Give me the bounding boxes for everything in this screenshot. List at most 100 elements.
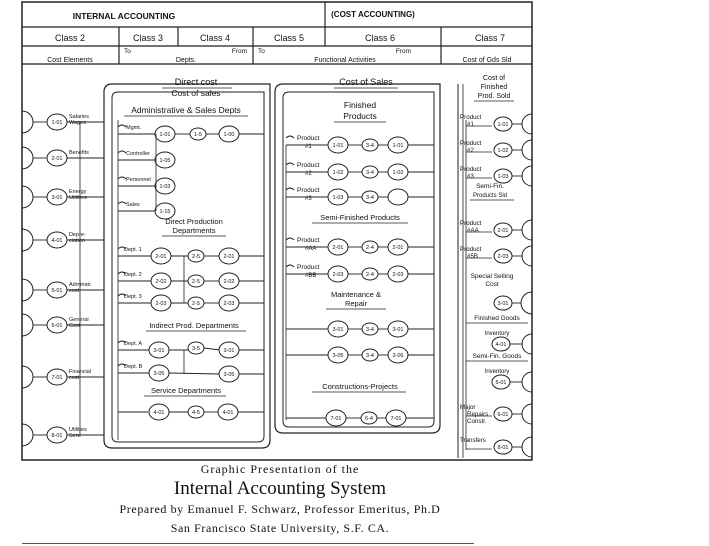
ip-arc-1 [117,363,127,367]
dp-node-a-1-code: 2-02 [155,279,166,285]
c7-label-9-2: Constr. [467,418,487,425]
class2-label-3-0: Depre- [69,232,86,238]
ip-link-bc-0 [203,347,221,351]
admin-node-a-3 [154,202,176,220]
c7-label-3-0: Semi-Fin. [476,183,504,190]
c7-label-4-0: Product [460,220,482,227]
admin-node-a-3-code: 1-15 [159,209,170,215]
class2-label-2-0: Energy [69,189,87,195]
cp-node-a-code: 7-01 [330,416,341,422]
fp-arc-0 [285,135,295,139]
class6-inner-container [282,91,435,428]
fp-label-a-2: Product [297,187,320,194]
c7-label-6-0: Special Selling [471,273,514,280]
c7-half-node-8 [521,371,533,393]
admin-arc-1 [117,150,127,154]
ip-label-0: Dept. A [124,341,142,347]
c7-label-8-1: Inventory [485,369,510,375]
c7-node-10-code: 8-01 [497,445,508,451]
class2-label-4-0: Adminstr. [69,282,92,288]
fp-node-a-1-code: 1-02 [332,170,343,176]
dp-arc-0 [117,246,127,250]
ip-node-a-1-code: 3-05 [153,371,164,377]
fp-label-a-0: Product [297,135,320,142]
class6-container [274,83,441,434]
class2-label-5-1: Cost [69,323,81,329]
finished-title-1: Finished [344,100,376,110]
caption-author: Prepared by Emanuel F. Schwarz, Professo… [119,502,441,516]
class7-title-3: Prod. Sold [478,93,511,100]
ip-label-1: Dept. B [124,364,143,370]
diagram-frame [21,1,533,461]
class-5-label: Class 5 [274,33,304,43]
class2-node-7-code: 8-01 [51,433,62,439]
mr-node-b-0-code: 3-4 [366,327,374,333]
fp-node-a-2-code: 1-03 [332,195,343,201]
admin-node-b-0-code: 1-5 [194,132,202,138]
sub-functional: Functional Activities [314,57,376,64]
c7-label-6-1: Cost [485,281,499,288]
dp-arc-2 [117,293,127,297]
dp-node-c-0-code: 2-01 [223,254,234,260]
mr-node-b-1-code: 3-4 [366,353,374,359]
class2-label-0-1: Wages [69,120,86,126]
admin-label-1: Controller [126,151,150,157]
sub-cost-gds: Cost of Gds Sld [462,57,511,64]
admin-node-a-1 [154,151,176,169]
class2-label-7-0: Utilities [69,427,87,433]
admin-depts-title: Administrative & Sales Depts [131,105,241,115]
sub-depts: Depts. [176,57,196,64]
c7-half-node-1 [521,139,533,161]
class34-inner-container [111,91,265,443]
sub-cost-elements: Cost Elements [47,57,93,64]
class2-label-1-0: Benefits [69,150,89,156]
c7-label-8-0: Semi-Fin. Goods [473,353,523,360]
class-3-label: Class 3 [133,33,163,43]
caption-line-1: Graphic Presentation of the [200,462,360,476]
caption-title: Internal Accounting System [173,478,387,499]
c7-node-8-code: 5-01 [495,380,506,386]
dp-label-2: Dept. 3 [124,294,142,300]
sub-to-functional: To [258,48,265,55]
sp-node-a-1-code: 2-03 [332,272,343,278]
c7-node-2-code: 1-03 [497,174,508,180]
class2-node-0-code: 1-01 [51,120,62,126]
sp-label-b-0: #AA [305,246,316,252]
class2-node-1-code: 2-01 [51,156,62,162]
mr-node-c-0-code: 3-01 [392,327,403,333]
service-node-c-code: 4-01 [222,410,233,416]
c7-half-node-2 [521,165,533,187]
admin-node-a-1-code: 1-05 [159,158,170,164]
ip-arc-0 [117,340,127,344]
dp-node-c-1-code: 2-02 [223,279,234,285]
finished-title-2: Products [343,111,377,121]
fp-node-b-2-code: 3-4 [366,195,374,201]
admin-arc-3 [117,201,127,205]
indirect-title: Indirect Prod. Departments [149,321,239,330]
c7-label-2-0: Product [460,166,482,173]
class2-label-5-0: General [69,317,89,323]
c7-label-3-1: Products Sld [473,193,507,199]
admin-node-a-2-code: 1-03 [159,184,170,190]
fp-label-b-0: #1 [305,144,312,150]
class34-container [103,83,271,449]
cp-node-c-code: 7-01 [390,416,401,422]
sp-arc-0 [285,237,295,241]
c7-label-9-0: Major [460,404,475,411]
fp-label-b-1: #2 [305,171,312,177]
class2-label-7-1: Serv. [69,433,82,439]
c7-half-node-4 [521,219,533,241]
admin-node-c-0-code: 1-00 [223,132,234,138]
admin-node-a-2 [154,177,176,195]
sp-node-c-1-code: 2-03 [392,272,403,278]
c7-node-7-code: 4-01 [495,342,506,348]
ip-node-c-1-code: 3-05 [223,372,234,378]
c7-node-5-code: 2-03 [497,254,508,260]
service-node-b-code: 4-5 [192,410,200,416]
c7-label-0-1: #1 [467,121,474,128]
sub-from-functional: From [396,48,411,55]
mr-node-a-1-code: 3-05 [332,353,343,359]
c7-node-0-code: 1-01 [497,122,508,128]
admin-label-0: Mgmt. [126,125,142,131]
